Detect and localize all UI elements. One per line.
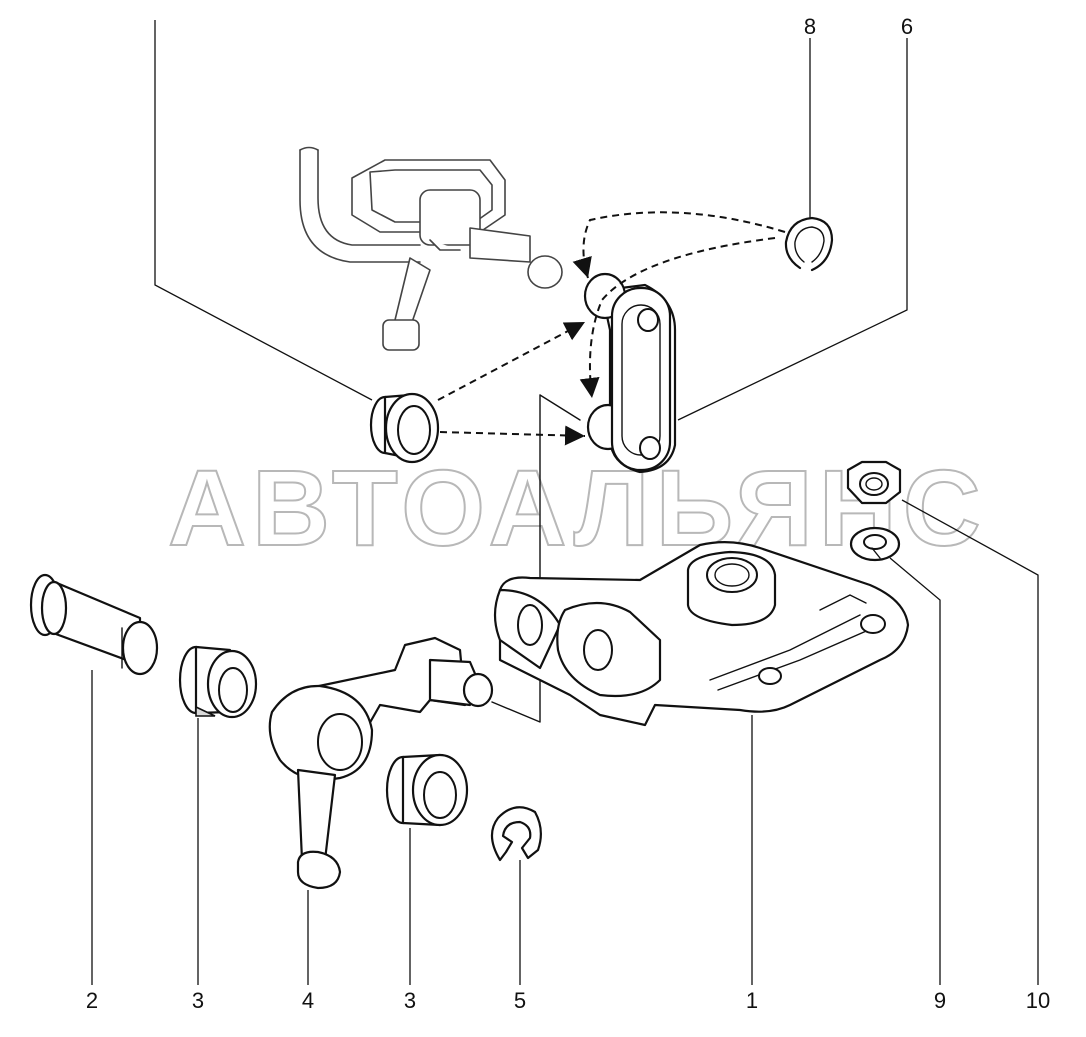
assembly-arrows xyxy=(437,211,786,446)
part-4-lever xyxy=(268,636,494,890)
callout-4: 4 xyxy=(302,988,314,1013)
part-10-nut xyxy=(846,460,902,505)
gearbox-linkage-ghost xyxy=(299,146,563,351)
callout-8: 8 xyxy=(804,14,816,39)
part-5-retaining-clip xyxy=(490,806,542,862)
part-3-bush-upper xyxy=(178,645,258,719)
part-3-bush-lower xyxy=(385,753,469,827)
callout-10: 10 xyxy=(1026,988,1050,1013)
callout-5: 5 xyxy=(514,988,526,1013)
callout-3-left: 3 xyxy=(192,988,204,1013)
callout-6: 6 xyxy=(901,14,913,39)
callout-9: 9 xyxy=(934,988,946,1013)
part-9-washer xyxy=(849,526,901,562)
callout-numbers: 8 6 2 3 4 3 5 1 9 10 xyxy=(86,14,1050,1013)
part-2-pin xyxy=(29,573,159,676)
part-8-circlip xyxy=(784,216,834,272)
callout-2: 2 xyxy=(86,988,98,1013)
part-1-bracket xyxy=(493,541,910,727)
part-7-bush xyxy=(369,392,440,464)
leader-lines xyxy=(91,20,1039,985)
watermark-text: АВТОАЛЬЯНС xyxy=(168,447,987,568)
part-6-link-rod xyxy=(583,272,677,474)
callout-1: 1 xyxy=(746,988,758,1013)
callout-3-right: 3 xyxy=(404,988,416,1013)
